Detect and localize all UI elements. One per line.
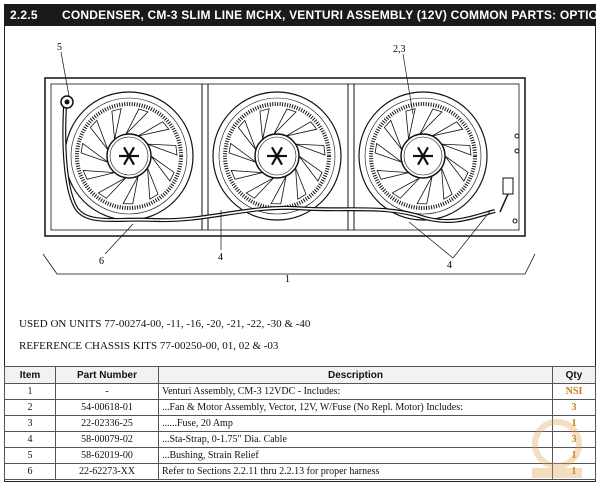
section-header: 2.2.5 CONDENSER, CM-3 SLIM LINE MCHX, VE… bbox=[4, 4, 600, 26]
callout-4-left: 4 bbox=[218, 252, 223, 263]
fan-1 bbox=[64, 91, 194, 221]
callout-6: 6 bbox=[99, 256, 104, 267]
cell-qty: 1 bbox=[552, 415, 596, 432]
table-header-row: Item Part Number Description Qty bbox=[4, 366, 596, 384]
section-number: 2.2.5 bbox=[10, 8, 38, 22]
watermark-logo bbox=[532, 419, 582, 478]
table-row: 1-Venturi Assembly, CM-3 12VDC - Include… bbox=[4, 383, 596, 400]
cell-part-number: 22-02336-25 bbox=[55, 415, 159, 432]
used-on-note: USED ON UNITS 77-00274-00, -11, -16, -20… bbox=[19, 318, 311, 330]
cell-description: Venturi Assembly, CM-3 12VDC - Includes: bbox=[158, 383, 553, 400]
cell-item: 3 bbox=[4, 415, 56, 432]
cell-description: ...Bushing, Strain Relief bbox=[158, 447, 553, 464]
cell-part-number: 58-62019-00 bbox=[55, 447, 159, 464]
col-description: Description bbox=[158, 366, 553, 384]
cell-item: 2 bbox=[4, 399, 56, 416]
parts-table: Item Part Number Description Qty 1-Ventu… bbox=[4, 366, 596, 480]
condenser-diagram: 5 2,3 6 4 4 1 bbox=[42, 42, 536, 285]
callout-5: 5 bbox=[57, 42, 62, 53]
cell-part-number: 22-62273-XX bbox=[55, 463, 159, 480]
col-qty: Qty bbox=[552, 366, 596, 384]
fan-2 bbox=[212, 91, 342, 221]
cell-part-number: 58-00079-02 bbox=[55, 431, 159, 448]
cell-description: ......Fuse, 20 Amp bbox=[158, 415, 553, 432]
callout-2-3: 2,3 bbox=[393, 44, 406, 55]
section-title: CONDENSER, CM-3 SLIM LINE MCHX, VENTURI … bbox=[62, 8, 600, 22]
cell-item: 1 bbox=[4, 383, 56, 400]
callout-4-right: 4 bbox=[447, 260, 452, 271]
cell-item: 5 bbox=[4, 447, 56, 464]
cell-qty: NSI bbox=[552, 383, 596, 400]
col-part-number: Part Number bbox=[55, 366, 159, 384]
cell-item: 6 bbox=[4, 463, 56, 480]
cell-description: Refer to Sections 2.2.11 thru 2.2.13 for… bbox=[158, 463, 553, 480]
cell-item: 4 bbox=[4, 431, 56, 448]
col-item: Item bbox=[4, 366, 56, 384]
cell-part-number: - bbox=[55, 383, 159, 400]
cell-description: ...Sta-Strap, 0-1.75" Dia. Cable bbox=[158, 431, 553, 448]
reference-note: REFERENCE CHASSIS KITS 77-00250-00, 01, … bbox=[19, 340, 279, 352]
cell-part-number: 54-00618-01 bbox=[55, 399, 159, 416]
callout-1: 1 bbox=[285, 274, 290, 285]
cell-description: ...Fan & Motor Assembly, Vector, 12V, W/… bbox=[158, 399, 553, 416]
cell-qty: 1 bbox=[552, 463, 596, 480]
fan-3 bbox=[358, 91, 488, 221]
content-frame: 5 2,3 6 4 4 1 USED ON UNITS 77-00274-00,… bbox=[4, 26, 596, 482]
